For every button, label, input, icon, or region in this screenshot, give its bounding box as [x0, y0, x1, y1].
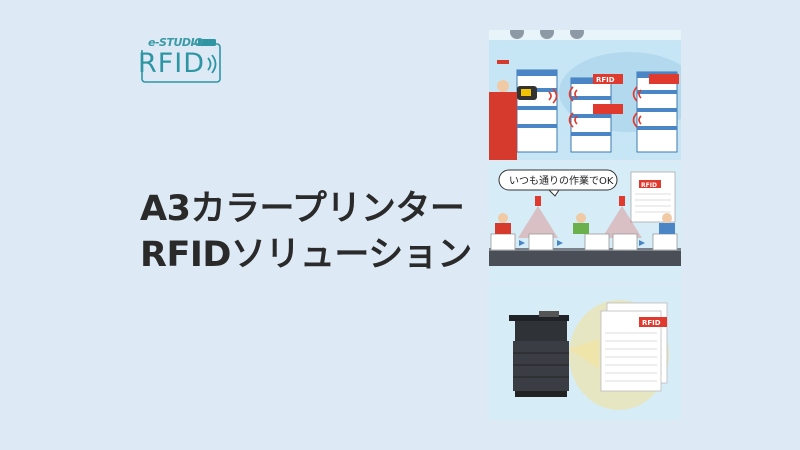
speech-bubble: いつも通りの作業でOK [498, 169, 618, 197]
printer-tag-label: RFID [642, 319, 661, 327]
rfid-tag: RFID [593, 74, 679, 114]
logo-product-text: RFID [138, 48, 206, 79]
title-line-1: A3カラープリンター [140, 189, 465, 229]
title-line-2: RFIDソリューション [140, 235, 472, 275]
page-title: A3カラープリンター RFIDソリューション [140, 186, 472, 278]
printer-icon [509, 311, 569, 397]
estudio-rfid-logo: e-STUDIO RFID [136, 36, 226, 86]
conveyor-tag-label: RFID [641, 182, 657, 189]
logo-frame-icon [140, 38, 221, 83]
conveyor-illustration: いつも通りの作業でOK RFID [489, 162, 681, 283]
logo-brand-text: e-STUDIO [148, 36, 203, 49]
warehouse-tag-label-1: RFID [596, 76, 615, 84]
speech-bubble-text: いつも通りの作業でOK [509, 174, 614, 187]
printer-illustration: RFID [489, 285, 681, 420]
warehouse-illustration: RFID [489, 30, 681, 160]
